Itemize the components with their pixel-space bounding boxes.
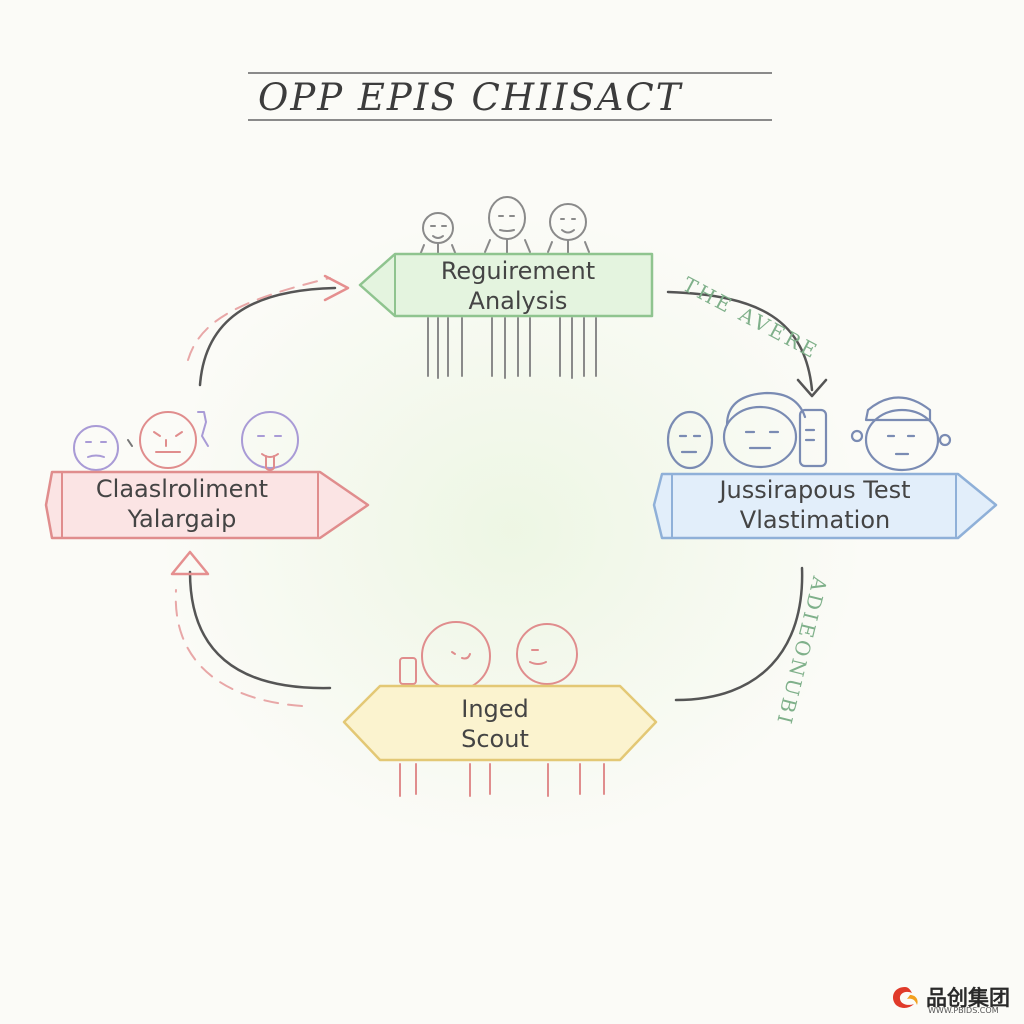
node-left-line2: Yalargaip xyxy=(127,505,237,533)
node-right-line2: Vlastimation xyxy=(739,506,891,534)
arrow-top-to-right-icon xyxy=(666,290,828,398)
title-block: OPP EPIS CHIISACT xyxy=(248,72,772,122)
node-top-banner xyxy=(358,252,654,318)
watermark-name: 品创集团 xyxy=(926,986,1010,1010)
arrow-left-to-top-icon xyxy=(187,274,350,387)
node-left-group xyxy=(44,411,370,540)
title-rule-bottom xyxy=(248,119,772,121)
node-top-line2: Analysis xyxy=(468,287,568,315)
node-right-group xyxy=(652,391,998,540)
node-left-label: Claaslroliment Yalargaip xyxy=(68,474,296,534)
node-right-label: Jussirapous Test Vlastimation xyxy=(680,475,950,535)
node-right-line1: Jussirapous Test xyxy=(719,476,911,504)
face-left-right-icon xyxy=(241,411,299,471)
watermark-logo: 品创集团 WWW.PBIDS.COM xyxy=(890,982,1015,1015)
node-top-label: Reguirement Analysis xyxy=(400,256,636,316)
brand-swirl-icon xyxy=(893,987,918,1008)
node-bottom-line2: Scout xyxy=(461,725,529,753)
node-left-banner xyxy=(44,470,370,540)
arrow-bottom-to-left-icon xyxy=(170,550,332,707)
node-top-group xyxy=(358,196,654,379)
arrow-right-to-bottom-icon xyxy=(674,566,804,702)
faces-left-icon xyxy=(73,425,133,471)
title-rule-top xyxy=(248,72,772,74)
cycle-arrows xyxy=(170,274,828,707)
node-bottom-label: Inged Scout xyxy=(400,694,590,754)
faces-right-icon xyxy=(666,391,952,472)
node-top-line1: Reguirement xyxy=(440,257,596,285)
node-bottom-line1: Inged xyxy=(461,695,529,723)
faces-bottom-icon xyxy=(399,621,605,797)
node-bottom-group xyxy=(342,621,658,797)
node-right-banner xyxy=(652,472,998,540)
diagram-title: OPP EPIS CHIISACT xyxy=(258,76,683,119)
face-left-center-icon xyxy=(139,411,197,469)
node-left-line1: Claaslroliment xyxy=(95,475,269,503)
node-bottom-banner xyxy=(342,684,658,762)
watermark-url: WWW.PBIDS.COM xyxy=(928,1006,999,1015)
face-left-hand-icon xyxy=(197,411,209,447)
